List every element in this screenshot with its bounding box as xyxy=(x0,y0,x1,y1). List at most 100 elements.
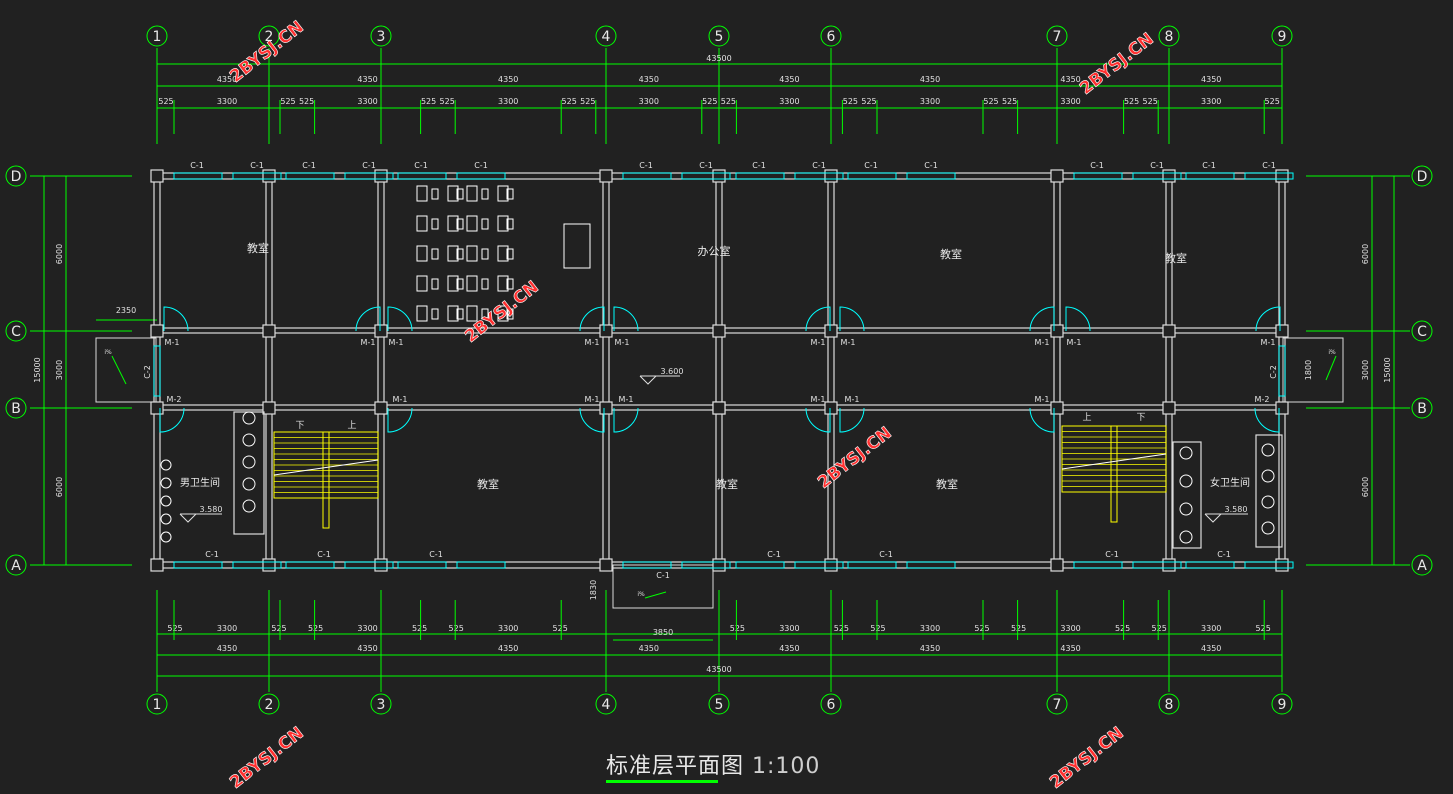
grid-bubble xyxy=(5,397,27,419)
window-bottom xyxy=(1073,561,1123,569)
desk xyxy=(447,215,459,232)
dim-edge-top: 525 xyxy=(843,97,858,106)
door-label: M-1 xyxy=(1035,395,1050,404)
door-label: M-1 xyxy=(811,338,826,347)
chair xyxy=(431,308,439,320)
urinal xyxy=(160,513,172,525)
stair-down-right: 下 xyxy=(1136,413,1145,423)
column xyxy=(150,169,164,183)
grid-bubble-label: 3 xyxy=(377,697,386,713)
watermark: 2BYSJ.CN xyxy=(226,723,308,793)
grid-bubble xyxy=(595,25,617,47)
column xyxy=(262,558,276,572)
window-label-top: C-1 xyxy=(924,161,938,170)
door-swing xyxy=(839,407,865,433)
entrance-canopy xyxy=(612,564,714,609)
column xyxy=(824,558,838,572)
column xyxy=(1050,169,1064,183)
dim-edge-bottom: 525 xyxy=(1011,624,1026,633)
dim-window-top: 3300 xyxy=(779,97,799,106)
desk xyxy=(497,245,509,262)
dim-window-top: 3300 xyxy=(1201,97,1221,106)
dim-edge-top: 525 xyxy=(299,97,314,106)
window-c2-label-right: C-2 xyxy=(1269,365,1278,379)
desk xyxy=(497,275,509,292)
column xyxy=(1050,324,1064,338)
window-label-top: C-1 xyxy=(1090,161,1104,170)
grid-bubble xyxy=(1046,25,1068,47)
door-label: M-1 xyxy=(585,395,600,404)
desk xyxy=(466,185,478,202)
chair xyxy=(506,218,514,230)
dim-edge-top: 525 xyxy=(1002,97,1017,106)
dim-edge-bottom: 525 xyxy=(730,624,745,633)
restroom-level-left: 3.580 xyxy=(200,505,223,514)
column xyxy=(374,558,388,572)
dim-edge-top: 525 xyxy=(580,97,595,106)
chair xyxy=(506,248,514,260)
grid-bubble-label: 8 xyxy=(1165,29,1174,45)
dim-bay-top: 4350 xyxy=(779,75,799,84)
room-label: 教室 xyxy=(477,477,499,491)
level-marker xyxy=(179,513,197,523)
column xyxy=(150,558,164,572)
slope-label: i% xyxy=(1328,349,1336,356)
dim-window-bottom: 3300 xyxy=(498,624,518,633)
door-swing xyxy=(613,306,639,332)
desk xyxy=(416,305,428,322)
stair-rail xyxy=(1110,425,1118,523)
chair xyxy=(506,308,514,320)
dim-edge-bottom: 525 xyxy=(834,624,849,633)
room-label: 教室 xyxy=(1165,251,1187,265)
level-marker xyxy=(639,375,657,385)
wall xyxy=(265,175,273,566)
column xyxy=(150,324,164,338)
door-label-m2-right: M-2 xyxy=(1255,395,1270,404)
wall xyxy=(827,175,835,566)
chair xyxy=(456,218,464,230)
grid-bubble-label: C xyxy=(11,324,21,340)
window-top xyxy=(847,172,897,180)
column xyxy=(262,169,276,183)
chair xyxy=(431,218,439,230)
window-top xyxy=(1073,172,1123,180)
chair xyxy=(431,188,439,200)
grid-bubble-label: 1 xyxy=(153,697,162,713)
desk xyxy=(497,185,509,202)
dim-bay-bottom: 4350 xyxy=(217,644,237,653)
dim-bay-bottom: 4350 xyxy=(779,644,799,653)
watermark: 2BYSJ.CN xyxy=(461,277,543,347)
wall xyxy=(1255,434,1283,548)
window-label-top: C-1 xyxy=(1202,161,1216,170)
watermark: 2BYSJ.CN xyxy=(814,423,896,493)
dim-edge-bottom: 525 xyxy=(1256,624,1271,633)
window-label-top: C-1 xyxy=(1150,161,1164,170)
door-label-m2-left: M-2 xyxy=(167,395,182,404)
dim-bay-bottom: 4350 xyxy=(498,644,518,653)
column xyxy=(374,324,388,338)
dim-corridor-right: 3000 xyxy=(1361,360,1370,380)
wall xyxy=(1053,175,1061,566)
desk xyxy=(416,275,428,292)
column xyxy=(824,401,838,415)
grid-bubble xyxy=(5,554,27,576)
dim-bay-top: 4350 xyxy=(639,75,659,84)
walls xyxy=(95,169,1344,609)
door-swing xyxy=(1029,306,1055,332)
desk xyxy=(466,245,478,262)
dim-window-top: 3300 xyxy=(357,97,377,106)
dim-window-bottom: 3300 xyxy=(1060,624,1080,633)
dim-edge-top: 525 xyxy=(158,97,173,106)
grid-bubble xyxy=(1411,320,1433,342)
door-label: M-1 xyxy=(165,338,180,347)
window-label-bottom: C-1 xyxy=(1105,550,1119,559)
dim-corridor-left: 3000 xyxy=(55,360,64,380)
dim-edge-bottom: 525 xyxy=(412,624,427,633)
desk xyxy=(447,185,459,202)
door-swing xyxy=(579,407,605,433)
door-swing xyxy=(355,306,381,332)
dim-window-bottom: 3300 xyxy=(920,624,940,633)
door-swing xyxy=(1029,407,1055,433)
